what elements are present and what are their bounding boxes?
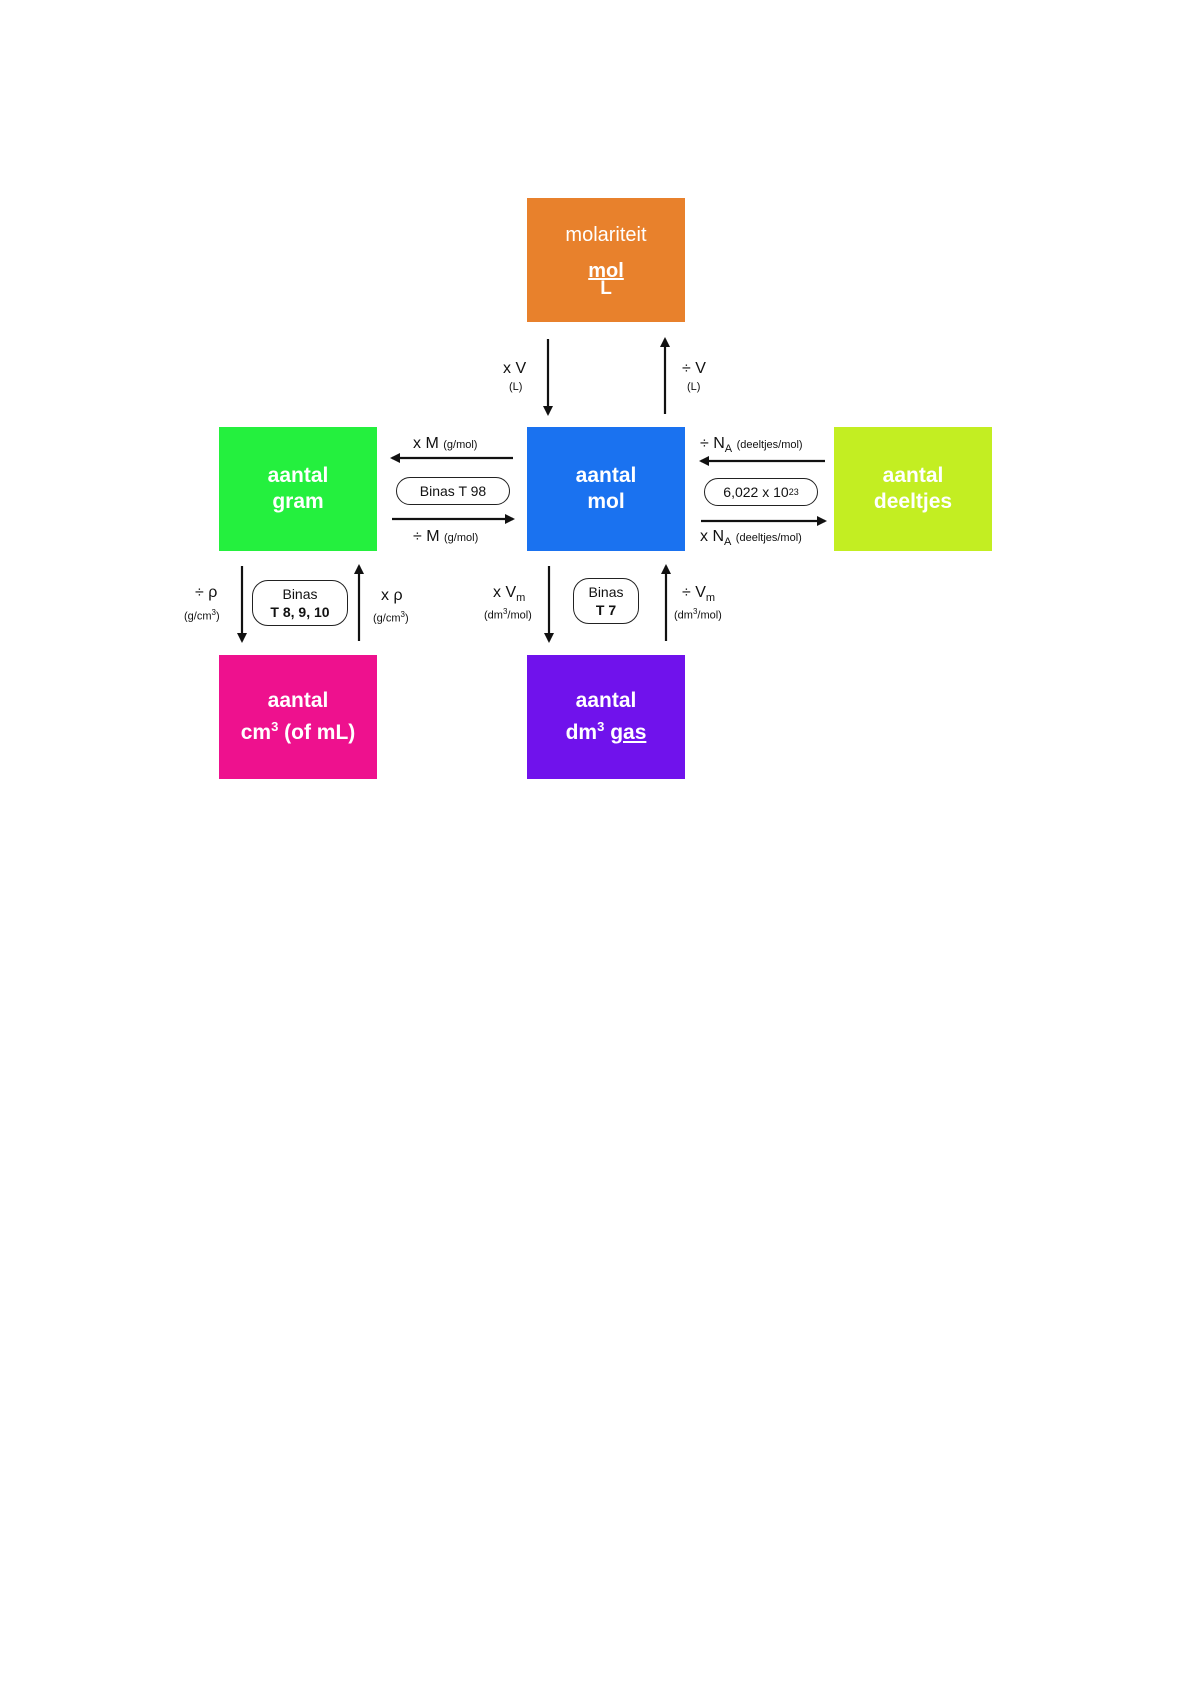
times-vm-unit-a: (dm xyxy=(484,609,503,622)
label-times-v: x V xyxy=(503,360,527,377)
label-div-v-unit: (L) xyxy=(687,381,701,393)
label-times-na: x NA (deeltjes/mol) xyxy=(700,528,802,551)
cm3-box-line1: aantal xyxy=(267,689,329,712)
label-div-m: ÷ M (g/mol) xyxy=(413,528,478,547)
binas-t7-badge: Binas T 7 xyxy=(573,578,639,624)
cm3-alt-unit: (of mL) xyxy=(284,721,356,744)
rho-ref-line2: T 8, 9, 10 xyxy=(270,604,330,620)
gram-box-line1: aantal xyxy=(267,464,329,487)
rho-ref-line1: Binas xyxy=(282,586,318,602)
dm3-box-line2: dm3 gas xyxy=(566,714,647,746)
div-m-unit: (g/mol) xyxy=(444,532,479,544)
div-m-op: ÷ M xyxy=(413,528,440,545)
times-vm-unit-b: /mol) xyxy=(507,609,532,622)
cm3-box-line2: cm3 (of mL) xyxy=(241,714,356,746)
times-rho-unit-a: (g/cm xyxy=(373,612,401,625)
div-vm-unit-a: (dm xyxy=(674,609,693,622)
binas-t98-badge: Binas T 98 xyxy=(396,477,510,505)
cm3-unit: cm xyxy=(240,721,272,744)
avogadro-exponent: 23 xyxy=(788,487,799,497)
div-rho-unit-b: ) xyxy=(215,610,220,623)
times-m-op: x M xyxy=(413,435,439,452)
aantal-mol-box: aantal mol xyxy=(527,427,685,551)
div-vm-sub: m xyxy=(705,592,716,605)
molariteit-title: molariteit xyxy=(565,224,647,246)
label-times-rho: x ρ xyxy=(381,587,403,604)
times-vm-unit-sup: 3 xyxy=(502,607,508,616)
mol-per-liter-fraction: mol L xyxy=(588,260,624,299)
times-na-op: x N xyxy=(700,528,724,545)
div-rho-unit-sup: 3 xyxy=(211,608,216,617)
times-vm-sub: m xyxy=(516,592,526,605)
div-vm-op: ÷ V xyxy=(682,584,706,601)
fraction-numerator: mol xyxy=(588,260,624,282)
vm-ref-line2: T 7 xyxy=(595,602,617,618)
div-vm-unit-b: /mol) xyxy=(697,609,722,622)
binas-t8-9-10-badge: Binas T 8, 9, 10 xyxy=(252,580,348,626)
label-div-na: ÷ NA (deeltjes/mol) xyxy=(700,435,803,458)
dm3-gas-word: gas xyxy=(610,721,647,744)
vm-ref-line1: Binas xyxy=(588,584,624,600)
label-div-vm-unit: (dm3/mol) xyxy=(674,605,722,623)
aantal-cm3-box: aantal cm3 (of mL) xyxy=(219,655,377,779)
deeltjes-box-line2: deeltjes xyxy=(873,490,953,513)
div-rho-unit-a: (g/cm xyxy=(184,610,212,623)
times-na-sub: A xyxy=(724,536,732,549)
cm3-exponent: 3 xyxy=(271,719,279,734)
gram-box-line2: gram xyxy=(272,490,324,513)
aantal-deeltjes-box: aantal deeltjes xyxy=(834,427,992,551)
label-div-vm: ÷ Vm xyxy=(682,584,715,607)
times-na-unit: (deeltjes/mol) xyxy=(735,532,802,544)
div-na-op: ÷ N xyxy=(700,435,725,452)
mol-box-line2: mol xyxy=(587,490,625,513)
fraction-denominator: L xyxy=(600,278,612,299)
avogadro-base: 6,022 x 10 xyxy=(723,484,789,500)
label-div-rho: ÷ ρ xyxy=(195,584,218,601)
times-vm-op: x V xyxy=(493,584,517,601)
div-na-sub: A xyxy=(724,443,733,456)
dm3-exponent: 3 xyxy=(597,719,605,734)
aantal-gram-box: aantal gram xyxy=(219,427,377,551)
label-times-vm-unit: (dm3/mol) xyxy=(484,605,532,623)
label-times-v-unit: (L) xyxy=(509,381,523,393)
label-times-rho-unit: (g/cm3) xyxy=(373,608,409,626)
molariteit-box: molariteit mol L xyxy=(527,198,685,322)
label-div-rho-unit: (g/cm3) xyxy=(184,606,220,624)
deeltjes-box-line1: aantal xyxy=(882,464,944,487)
label-times-vm: x Vm xyxy=(493,584,525,607)
label-div-v: ÷ V xyxy=(682,360,706,377)
times-rho-unit-sup: 3 xyxy=(400,610,405,619)
aantal-dm3-gas-box: aantal dm3 gas xyxy=(527,655,685,779)
dm3-unit: dm xyxy=(565,721,598,744)
div-vm-unit-sup: 3 xyxy=(692,607,698,616)
mol-box-line1: aantal xyxy=(575,464,637,487)
dm3-box-line1: aantal xyxy=(575,689,637,712)
times-rho-unit-b: ) xyxy=(404,612,409,625)
label-times-m: x M (g/mol) xyxy=(413,435,477,454)
times-m-unit: (g/mol) xyxy=(443,439,478,451)
div-na-unit: (deeltjes/mol) xyxy=(736,439,803,451)
